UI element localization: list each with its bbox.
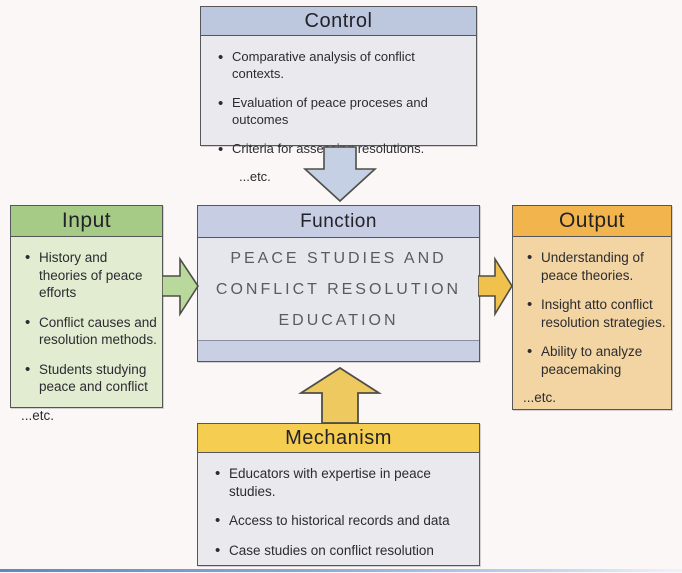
- arrow-up-mechanism-to-function-icon: [297, 366, 383, 424]
- mechanism-item: Educators with expertise in peace studie…: [210, 464, 473, 500]
- control-item: Comparative analysis of conflict context…: [213, 48, 470, 83]
- input-title: Input: [11, 206, 162, 237]
- mechanism-box: Mechanism Educators with expertise in pe…: [197, 423, 480, 573]
- function-box: Function PEACE STUDIES AND CONFLICT RESO…: [197, 205, 480, 362]
- mechanism-item: Case studies on conflict resolution: [210, 541, 473, 560]
- output-body: Understanding of peace theories. Insight…: [513, 237, 671, 452]
- control-item: Evaluation of peace proceses and outcome…: [213, 94, 470, 129]
- function-title: Function: [198, 206, 479, 238]
- input-item: Students studying peace and conflict: [20, 360, 158, 396]
- arrow-right-input-to-function-icon: [162, 256, 199, 317]
- output-box: Output Understanding of peace theories. …: [512, 205, 672, 410]
- input-item: History and theories of peace efforts: [20, 248, 158, 302]
- output-item: Understanding of peace theories.: [522, 248, 669, 284]
- input-body: History and theories of peace efforts Co…: [11, 237, 162, 450]
- control-title: Control: [201, 7, 476, 36]
- function-label-line: EDUCATION: [278, 311, 399, 329]
- mechanism-etc: ...etc.: [210, 571, 473, 573]
- arrow-down-control-to-function-icon: [302, 146, 378, 203]
- arrow-right-function-to-output-icon: [478, 256, 513, 317]
- function-footer-band: [198, 340, 479, 361]
- output-title: Output: [513, 206, 671, 237]
- output-item: Insight atto conflict resolution strateg…: [522, 295, 669, 331]
- control-body: Comparative analysis of conflict context…: [201, 36, 476, 187]
- bottom-border-line: [0, 569, 682, 572]
- control-box: Control Comparative analysis of conflict…: [200, 6, 477, 184]
- control-etc: ...etc.: [239, 169, 271, 185]
- function-label-line: CONFLICT RESOLUTION: [215, 280, 462, 298]
- output-etc: ...etc.: [523, 390, 557, 406]
- function-label: PEACE STUDIES AND CONFLICT RESOLUTION ED…: [198, 238, 479, 340]
- mechanism-title: Mechanism: [198, 424, 479, 453]
- function-label-line: PEACE STUDIES AND: [230, 249, 447, 267]
- mechanism-item: Access to historical records and data: [210, 511, 473, 530]
- output-item: Ability to analyze peacemaking: [522, 342, 669, 378]
- input-item: Conflict causes and resolution methods.: [20, 313, 158, 349]
- mechanism-body: Educators with expertise in peace studie…: [198, 453, 479, 573]
- input-etc: ...etc.: [21, 407, 55, 423]
- input-box: Input History and theories of peace effo…: [10, 205, 163, 423]
